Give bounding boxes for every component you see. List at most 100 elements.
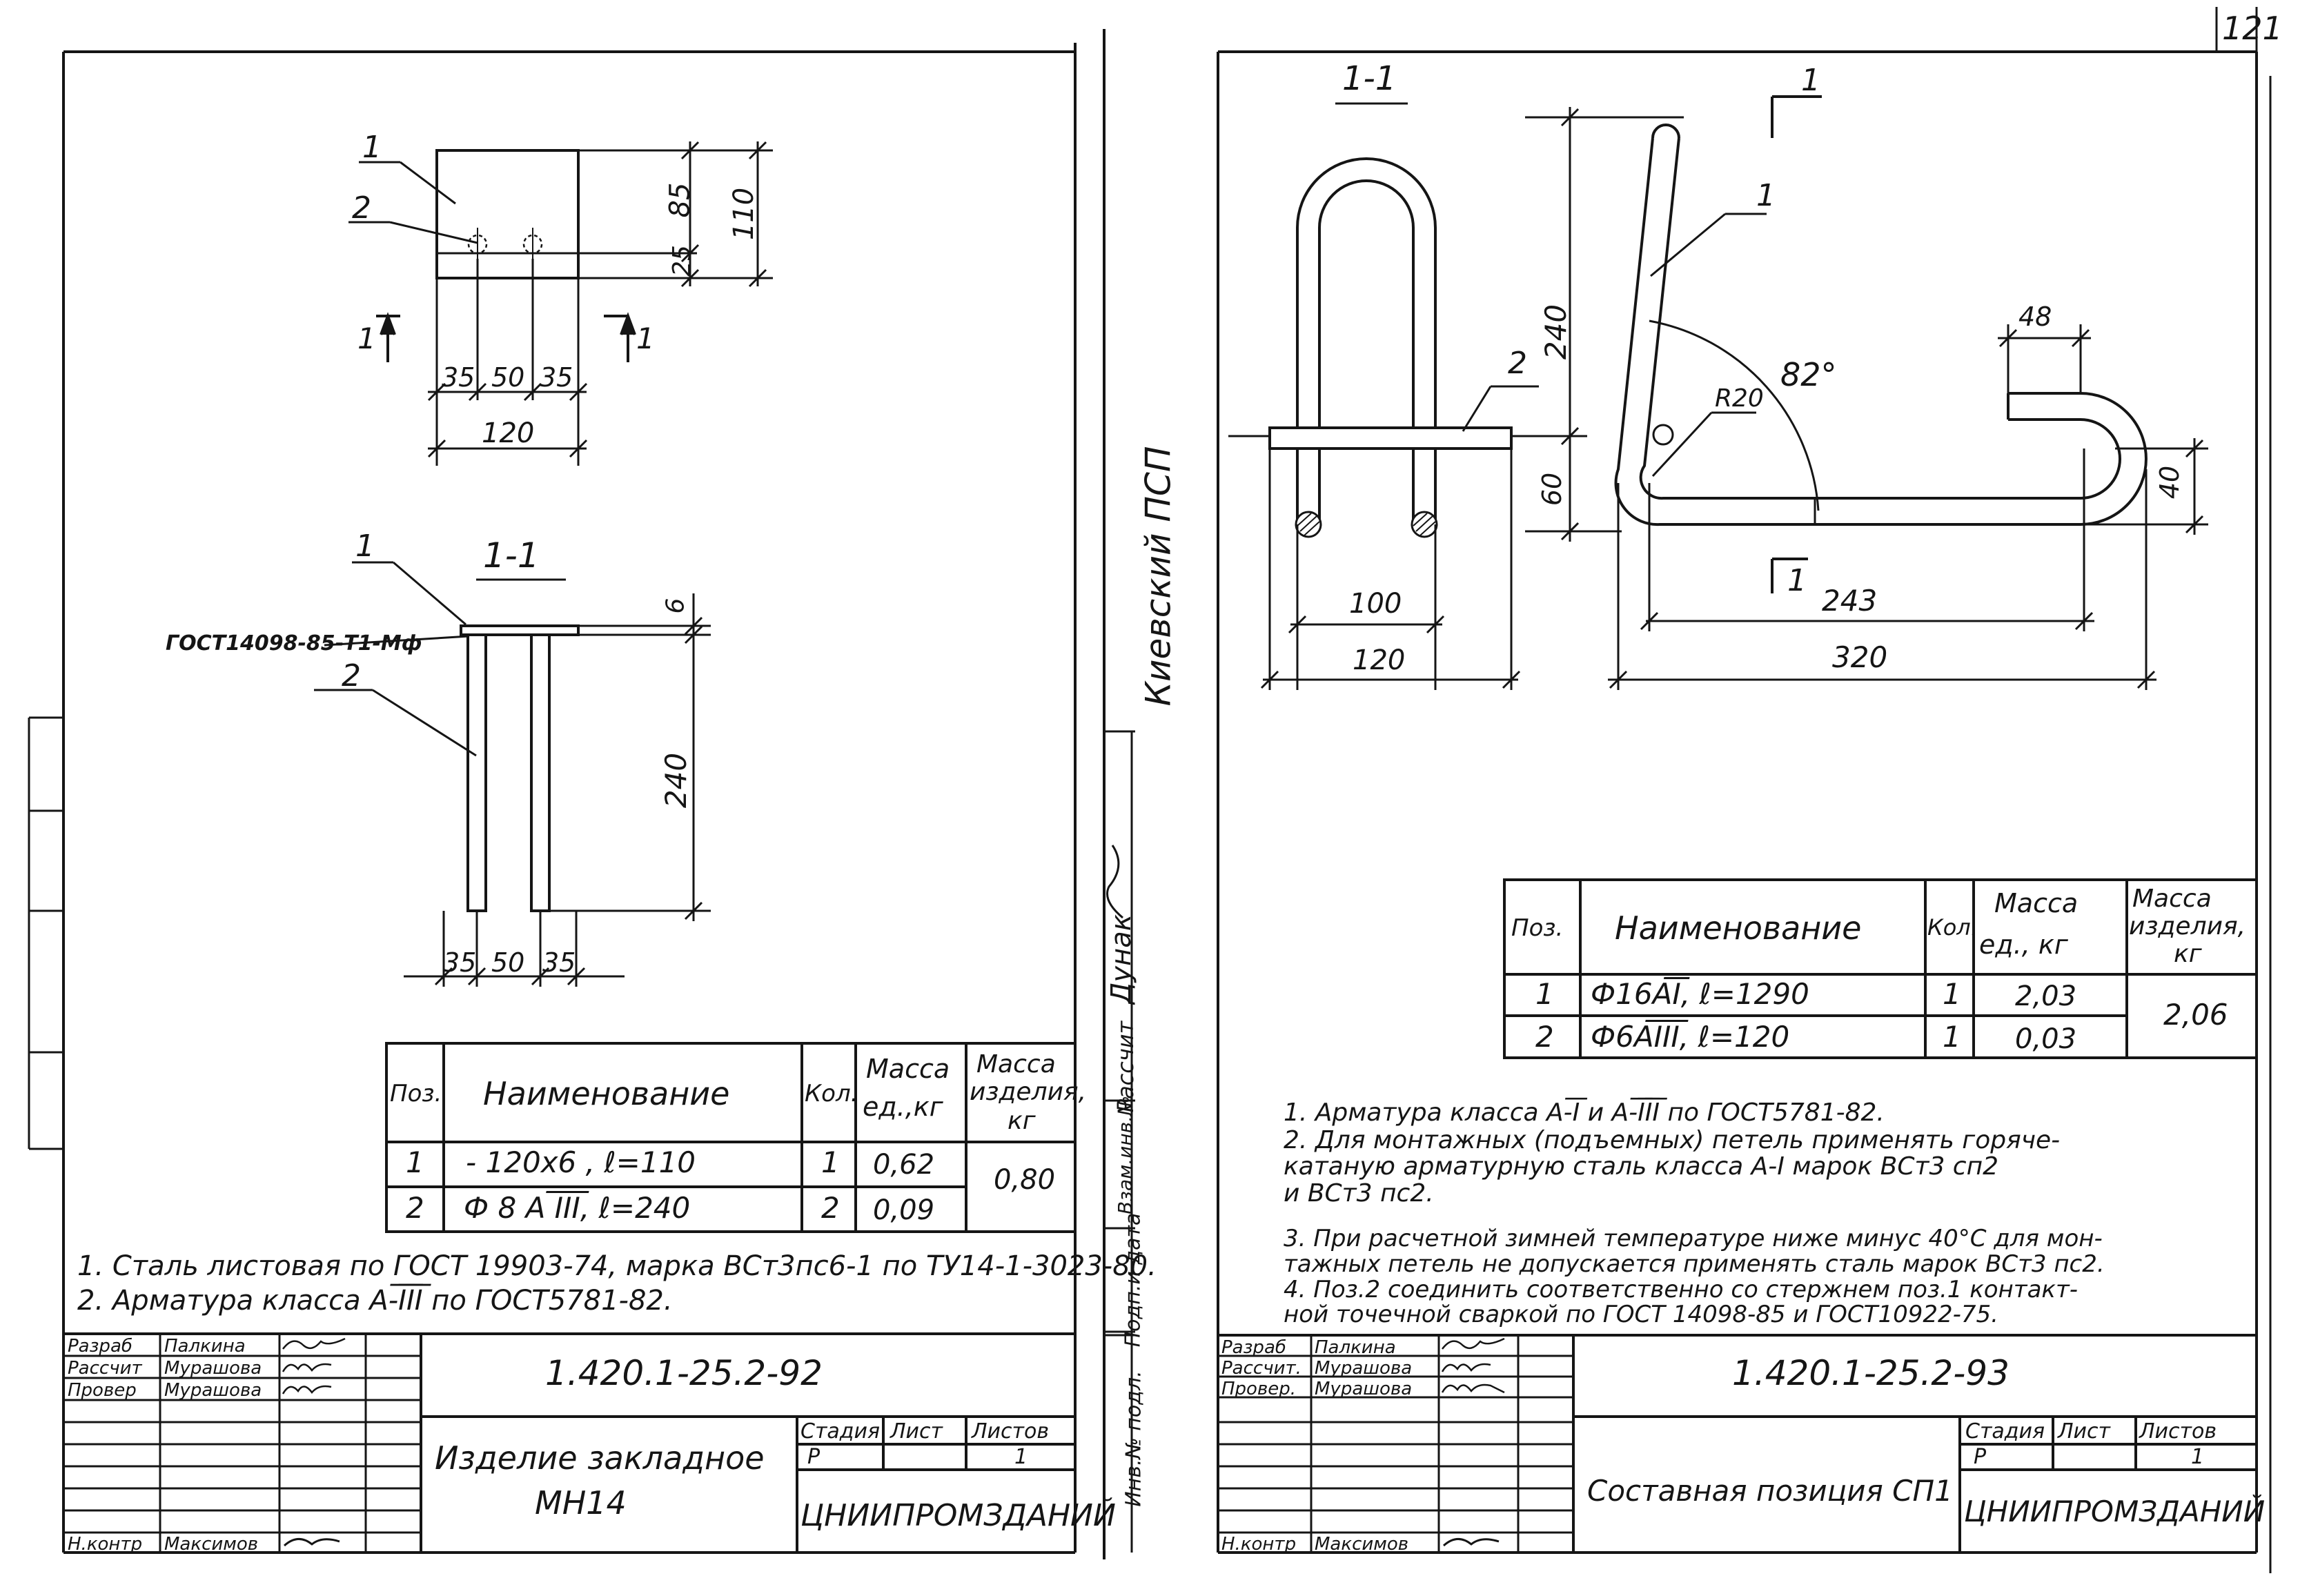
left-tb-name-2: Мурашова	[164, 1358, 262, 1379]
left-tb-name-3: Мурашова	[164, 1380, 262, 1401]
section-title-right: 1-1	[1342, 59, 1397, 98]
left-table-header-pos: Поз.	[390, 1080, 442, 1107]
right-note-line-1: 1. Арматура класса А-͞I и А-͞I͞I͞I по ГО…	[1284, 1099, 1885, 1127]
left-table-header-mass-item-1: Масса	[976, 1050, 1056, 1078]
cut-mark-top: 1	[1801, 63, 1820, 98]
dim-85: 85	[664, 182, 696, 218]
dim-48: 48	[2018, 302, 2052, 332]
right-tb-name-4: Максимов	[1315, 1534, 1409, 1555]
left-table-row-2-qty: 2	[821, 1191, 840, 1225]
approver-name: Дунак	[1105, 914, 1137, 1004]
right-note-line-7: 4. Поз.2 соединить соответственно со сте…	[1284, 1276, 2079, 1303]
dim-radius: R20	[1715, 384, 1764, 413]
left-note-2: 2. Арматура класса А-͞I͞I͞I по ГОСТ5781-…	[77, 1285, 673, 1317]
dim-35-left: 35	[442, 362, 475, 393]
left-table-row-2-mass: 0,09	[873, 1194, 935, 1226]
dim-120-right: 120	[1353, 644, 1406, 676]
right-callout-2: 2	[1508, 346, 1527, 381]
dim-243: 243	[1822, 584, 1878, 618]
right-table-header-name: Наименование	[1615, 909, 1862, 947]
left-table-row-1-qty: 1	[821, 1145, 840, 1179]
right-table-row-2-name: Ф6А͞I͞I͞I, ℓ=120	[1591, 1020, 1790, 1054]
right-table-row-1-qty: 1	[1943, 977, 1961, 1011]
right-note-line-5: 3. При расчетной зимней температуре ниже…	[1284, 1225, 2103, 1252]
right-tb-role-4: Н.контр	[1221, 1534, 1297, 1555]
left-tb-stage-label: Стадия	[800, 1419, 881, 1444]
right-table-total-mass: 2,06	[2163, 998, 2228, 1032]
right-tb-item-name: Составная позиция СП1	[1587, 1474, 1953, 1508]
left-tb-item-name-1: Изделие закладное	[435, 1439, 765, 1477]
left-tb-sheet-label: Лист	[890, 1419, 943, 1444]
left-table-row-1-name: - 120х6 , ℓ=110	[466, 1145, 696, 1179]
dim-240-right: 240	[1539, 304, 1573, 360]
section-dim-50: 50	[491, 947, 525, 978]
left-table-row-1-mass: 0,62	[873, 1149, 935, 1181]
right-table-header-mass-unit-1: Масса	[1994, 888, 2079, 918]
field-inv-number: Инв.№ подл.	[1121, 1370, 1146, 1507]
right-table-header-mass-item-2: изделия,	[2129, 912, 2246, 940]
right-tb-stage-label: Стадия	[1965, 1419, 2045, 1444]
left-table-row-2-name: Ф 8 А ͞I͞I͞I, ℓ=240	[464, 1191, 691, 1225]
right-table-header-mass-item-3: кг	[2174, 940, 2202, 968]
dim-50: 50	[491, 362, 525, 393]
right-table-row-1-name: Ф16А͞I, ℓ=1290	[1591, 977, 1809, 1011]
weld-label: ГОСТ14098-85-Т1-Мф	[166, 631, 422, 656]
left-table-header-mass-unit-1: Масса	[866, 1054, 950, 1084]
left-sheet-frame	[62, 43, 1077, 1554]
right-tb-organization: ЦНИИПРОМЗДАНИЙ	[1964, 1495, 2266, 1528]
right-tb-name-2: Мурашова	[1315, 1358, 1413, 1379]
right-tb-role-2: Рассчит.	[1221, 1358, 1301, 1379]
left-tb-role-3: Провер	[68, 1380, 137, 1401]
dim-120: 120	[482, 417, 535, 449]
dim-100: 100	[1349, 588, 1402, 620]
right-table-row-2-mass: 0,03	[2015, 1023, 2077, 1055]
left-table-total-mass: 0,80	[994, 1164, 1056, 1196]
right-tb-stage: Р	[1974, 1445, 1987, 1469]
left-tb-sheets: 1	[1014, 1445, 1028, 1469]
right-tb-name-3: Мурашова	[1315, 1379, 1413, 1399]
left-tb-organization: ЦНИИПРОМЗДАНИЙ	[800, 1498, 1116, 1533]
right-elevation-view	[1608, 95, 2208, 690]
section-callout-1: 1	[355, 529, 375, 564]
left-spec-table-grid	[385, 1042, 1077, 1233]
right-table-header-pos: Поз.	[1511, 914, 1564, 942]
left-tb-role-1: Разраб	[68, 1336, 132, 1357]
right-tb-role-3: Провер.	[1221, 1379, 1297, 1399]
right-section-view	[1228, 102, 1684, 690]
left-tb-role-2: Рассчит	[68, 1358, 142, 1379]
left-section-view	[314, 561, 711, 987]
left-edge-stamp	[28, 716, 63, 1150]
section-callout-2: 2	[342, 658, 361, 693]
dim-6: 6	[661, 598, 690, 614]
right-table-row-2-qty: 1	[1943, 1020, 1961, 1054]
right-tb-name-1: Палкина	[1315, 1337, 1396, 1358]
left-plan-view	[348, 141, 773, 466]
right-spec-table-grid	[1503, 878, 2258, 1059]
left-tb-item-name-2: МН14	[535, 1484, 627, 1521]
right-note-line-2: 2. Для монтажных (подъемных) петель прим…	[1284, 1126, 2061, 1154]
center-strip-frame	[1103, 29, 1135, 1559]
dim-40: 40	[2154, 465, 2185, 500]
right-tb-role-1: Разраб	[1221, 1337, 1286, 1358]
right-note-line-6: тажных петель не допускается применять с…	[1284, 1250, 2105, 1278]
right-callout-1: 1	[1756, 178, 1776, 213]
right-note-line-8: ной точечной сваркой по ГОСТ 14098-85 и …	[1284, 1301, 1998, 1328]
dim-25: 25	[667, 245, 696, 277]
left-table-header-mass-item-3: кг	[1008, 1107, 1036, 1135]
left-table-header-mass-unit-2: ед.,кг	[863, 1092, 943, 1122]
cut-mark-left: 1	[357, 322, 376, 355]
dim-240-left: 240	[659, 752, 694, 809]
org-stamp: Киевский ПСП	[1138, 446, 1179, 707]
left-table-header-mass-item-2: изделия,	[970, 1078, 1087, 1106]
left-table-header-name: Наименование	[483, 1075, 730, 1112]
plan-callout-2: 2	[352, 190, 371, 226]
right-table-header-qty: Кол.	[1927, 914, 1978, 940]
section-dim-35-left: 35	[443, 947, 477, 978]
left-tb-name-4: Максимов	[164, 1534, 259, 1555]
left-tb-stage: Р	[807, 1445, 821, 1469]
cut-mark-bottom: 1	[1787, 563, 1807, 598]
left-tb-sheets-label: Листов	[972, 1419, 1050, 1444]
dim-320: 320	[1832, 640, 1888, 674]
right-tb-designation: 1.420.1-25.2-93	[1732, 1353, 2010, 1393]
